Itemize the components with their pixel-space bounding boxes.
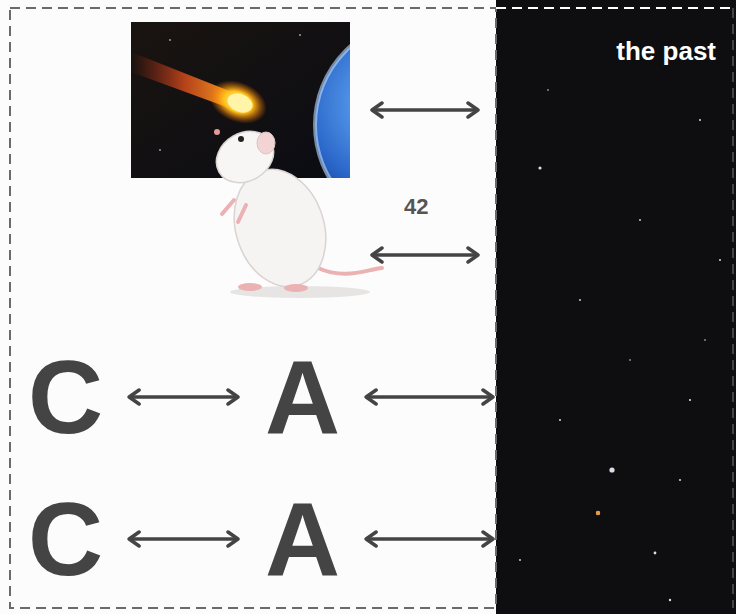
- time-panel: the past: [496, 0, 736, 614]
- letter-text: C: [28, 487, 103, 591]
- letter-node: C: [4, 487, 127, 591]
- white-rat: [207, 121, 382, 298]
- letter-node: C: [4, 345, 127, 449]
- dashed-frame: [496, 7, 734, 9]
- double-arrow: [372, 108, 478, 112]
- double-arrow: [366, 395, 493, 399]
- dashed-frame: [732, 8, 734, 608]
- double-arrow: [372, 253, 478, 257]
- letter-node: A: [241, 345, 364, 449]
- letter-text: A: [265, 487, 340, 591]
- double-arrow: [129, 395, 238, 399]
- dashed-frame: [10, 8, 496, 608]
- stars: [519, 89, 721, 601]
- letter-node: A: [241, 487, 364, 591]
- count-label: 42: [404, 194, 428, 220]
- asteroid-picture: [131, 22, 350, 178]
- double-arrow: [366, 537, 493, 541]
- panel-title: the past: [496, 0, 736, 67]
- orange-star: [596, 511, 600, 515]
- letter-text: C: [28, 345, 103, 449]
- double-arrow: [129, 537, 238, 541]
- night-sky: [496, 0, 736, 614]
- letter-text: A: [265, 345, 340, 449]
